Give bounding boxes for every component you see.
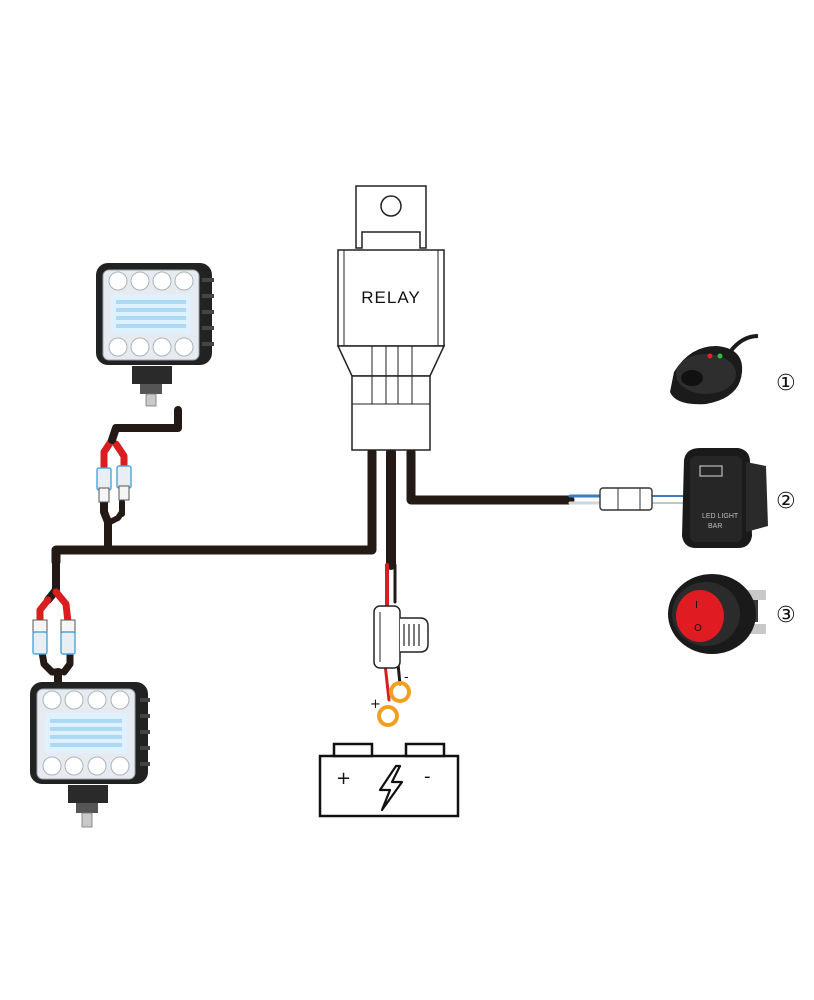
relay-socket — [351, 375, 431, 451]
lower-light-red-right — [52, 588, 72, 626]
upper-light-connectors — [96, 465, 132, 503]
switch-1-number: ① — [776, 371, 796, 396]
rocker-switch: LED LIGHT BAR — [599, 448, 768, 548]
red-rocker — [676, 590, 724, 642]
fuse-minus-sign: - — [404, 670, 409, 685]
wire-network — [36, 406, 685, 702]
switch-on-mark: I — [695, 600, 698, 611]
relay-mounting-hole — [380, 195, 402, 217]
red-indicator-led — [707, 353, 713, 359]
round-rocker-switch: I O — [668, 574, 766, 654]
battery-icon: + - — [318, 742, 460, 818]
push-button-cap — [681, 370, 703, 386]
light-bar-icon — [699, 465, 723, 477]
upper-light-red-left — [100, 436, 116, 474]
lightning-bolt-icon — [378, 764, 404, 812]
relay: RELAY — [336, 185, 446, 451]
relay-socket-collar — [336, 345, 446, 377]
negative-ring-terminal — [389, 681, 411, 703]
upper-light-feed-left — [100, 498, 112, 554]
fuse-plus-sign: + — [370, 697, 381, 712]
upper-light-red-right — [112, 440, 128, 472]
fuse-to-ring-black — [396, 662, 402, 686]
relay-body — [337, 249, 445, 347]
upper-light-leds — [108, 271, 194, 357]
relay-mounting-tab — [355, 185, 427, 249]
switch-3-number: ③ — [776, 603, 796, 628]
switch-off-mark: O — [694, 623, 702, 634]
positive-ring-terminal — [377, 705, 399, 727]
upper-light-cable — [108, 406, 182, 444]
fuse-holder: - + — [370, 605, 429, 727]
push-button-switch — [670, 334, 759, 405]
lower-work-light — [30, 682, 150, 828]
green-indicator-led — [717, 353, 723, 359]
relay-to-switch-wire — [406, 447, 575, 505]
lower-light-leds — [42, 690, 130, 776]
upper-light-black-right — [107, 509, 125, 525]
lower-light-red-left — [36, 596, 52, 626]
upper-work-light — [96, 263, 214, 407]
lower-light-black-right — [60, 648, 74, 676]
battery-plus-sign: + — [336, 768, 351, 789]
switch-2-number: ② — [776, 489, 796, 514]
fuse-to-ring-red — [383, 662, 391, 702]
lower-light-connectors — [32, 619, 76, 655]
relay-label: RELAY — [361, 288, 421, 307]
rocker-switch-text-line2: BAR — [708, 523, 722, 530]
battery-minus-sign: - — [424, 766, 431, 787]
rocker-switch-text-line1: LED LIGHT — [702, 513, 739, 520]
